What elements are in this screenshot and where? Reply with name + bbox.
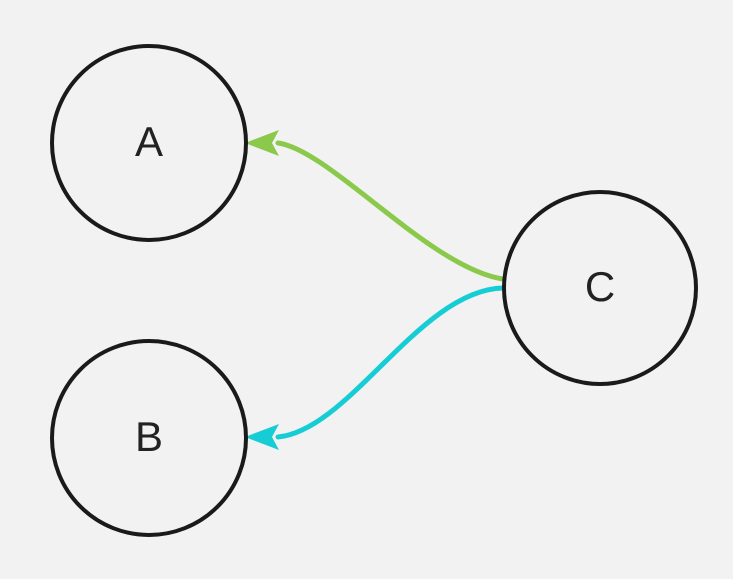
node-a[interactable]: A	[50, 44, 248, 242]
node-b-label: B	[135, 413, 163, 460]
edge-c-to-a-arrowhead-icon	[245, 130, 279, 156]
edge-c-to-b-arrowhead-icon	[245, 424, 279, 450]
node-b[interactable]: B	[50, 339, 248, 537]
edge-c-to-a-line	[275, 140, 506, 282]
node-c-label: C	[585, 263, 615, 310]
node-c-circle	[502, 190, 698, 386]
node-c[interactable]: C	[502, 190, 698, 386]
edge-c-to-b[interactable]	[245, 285, 506, 450]
edge-c-to-b-line	[275, 285, 506, 440]
node-a-circle	[50, 44, 248, 242]
node-b-circle	[50, 339, 248, 537]
edge-c-to-a[interactable]	[245, 130, 506, 282]
node-a-label: A	[135, 118, 163, 165]
